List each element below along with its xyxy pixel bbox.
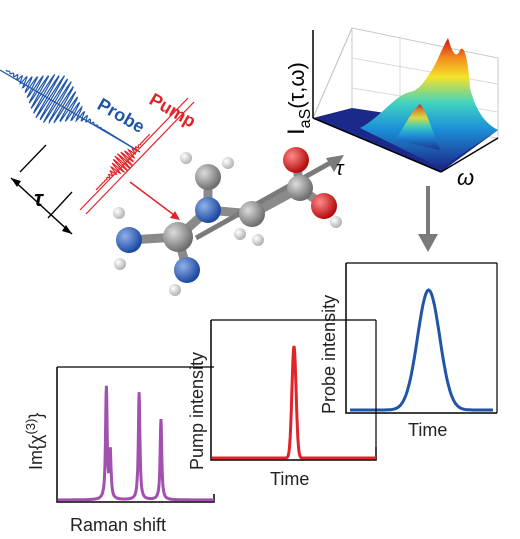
raman-chart-xlabel: Raman shift: [70, 515, 166, 535]
raman-chart-axes: [56, 367, 215, 503]
surface-ylabel-main: I: [283, 128, 310, 135]
pump-chart-ylabel: Pump intensity: [187, 352, 207, 470]
raman-ylabel-main: Im{χ: [26, 434, 46, 470]
molecule-tau-label: τ: [336, 158, 345, 180]
svg-text:IaS(τ,ω): IaS(τ,ω): [283, 62, 314, 135]
probe-intensity-curve: [350, 288, 493, 412]
probe-label: Probe: [94, 94, 148, 137]
raman-chart-ylabel: Im{χ(3)}: [23, 413, 46, 470]
pump-pulse: [79, 97, 195, 220]
pump-intensity-curve: [212, 345, 376, 460]
probe-chart-xlabel: Time: [408, 420, 447, 440]
surface-ylabel: IaS(τ,ω): [283, 62, 314, 135]
raman-spectrum-curve: [58, 385, 214, 502]
pump-chart-xlabel: Time: [270, 469, 309, 489]
flow-arrow: [418, 186, 438, 252]
surface-ylabel-args: (τ,ω): [284, 62, 309, 109]
probe-chart-ylabel: Probe intensity: [319, 295, 339, 414]
probe-chart-axes: [345, 263, 497, 414]
pump-chart-axes: [210, 320, 377, 461]
surface-plot: [312, 27, 499, 173]
delay-tau-label: τ: [34, 186, 44, 211]
omega-label: ω: [457, 165, 474, 190]
probe-pulse: [0, 69, 141, 153]
pump-label: Pump: [146, 89, 199, 131]
delay-marker: [10, 144, 73, 235]
surface-ylabel-sub: aS: [297, 109, 314, 129]
probe-chart: Time Probe intensity: [319, 262, 498, 440]
raman-chart: Raman shift Im{χ(3)}: [23, 366, 215, 535]
pump-chart: Time Pump intensity: [187, 319, 377, 489]
svg-text:Im{χ(3)}: Im{χ(3)}: [23, 413, 46, 470]
molecule: [113, 147, 344, 296]
raman-ylabel-end: }: [26, 413, 46, 419]
raman-ylabel-sup: (3): [23, 419, 38, 435]
